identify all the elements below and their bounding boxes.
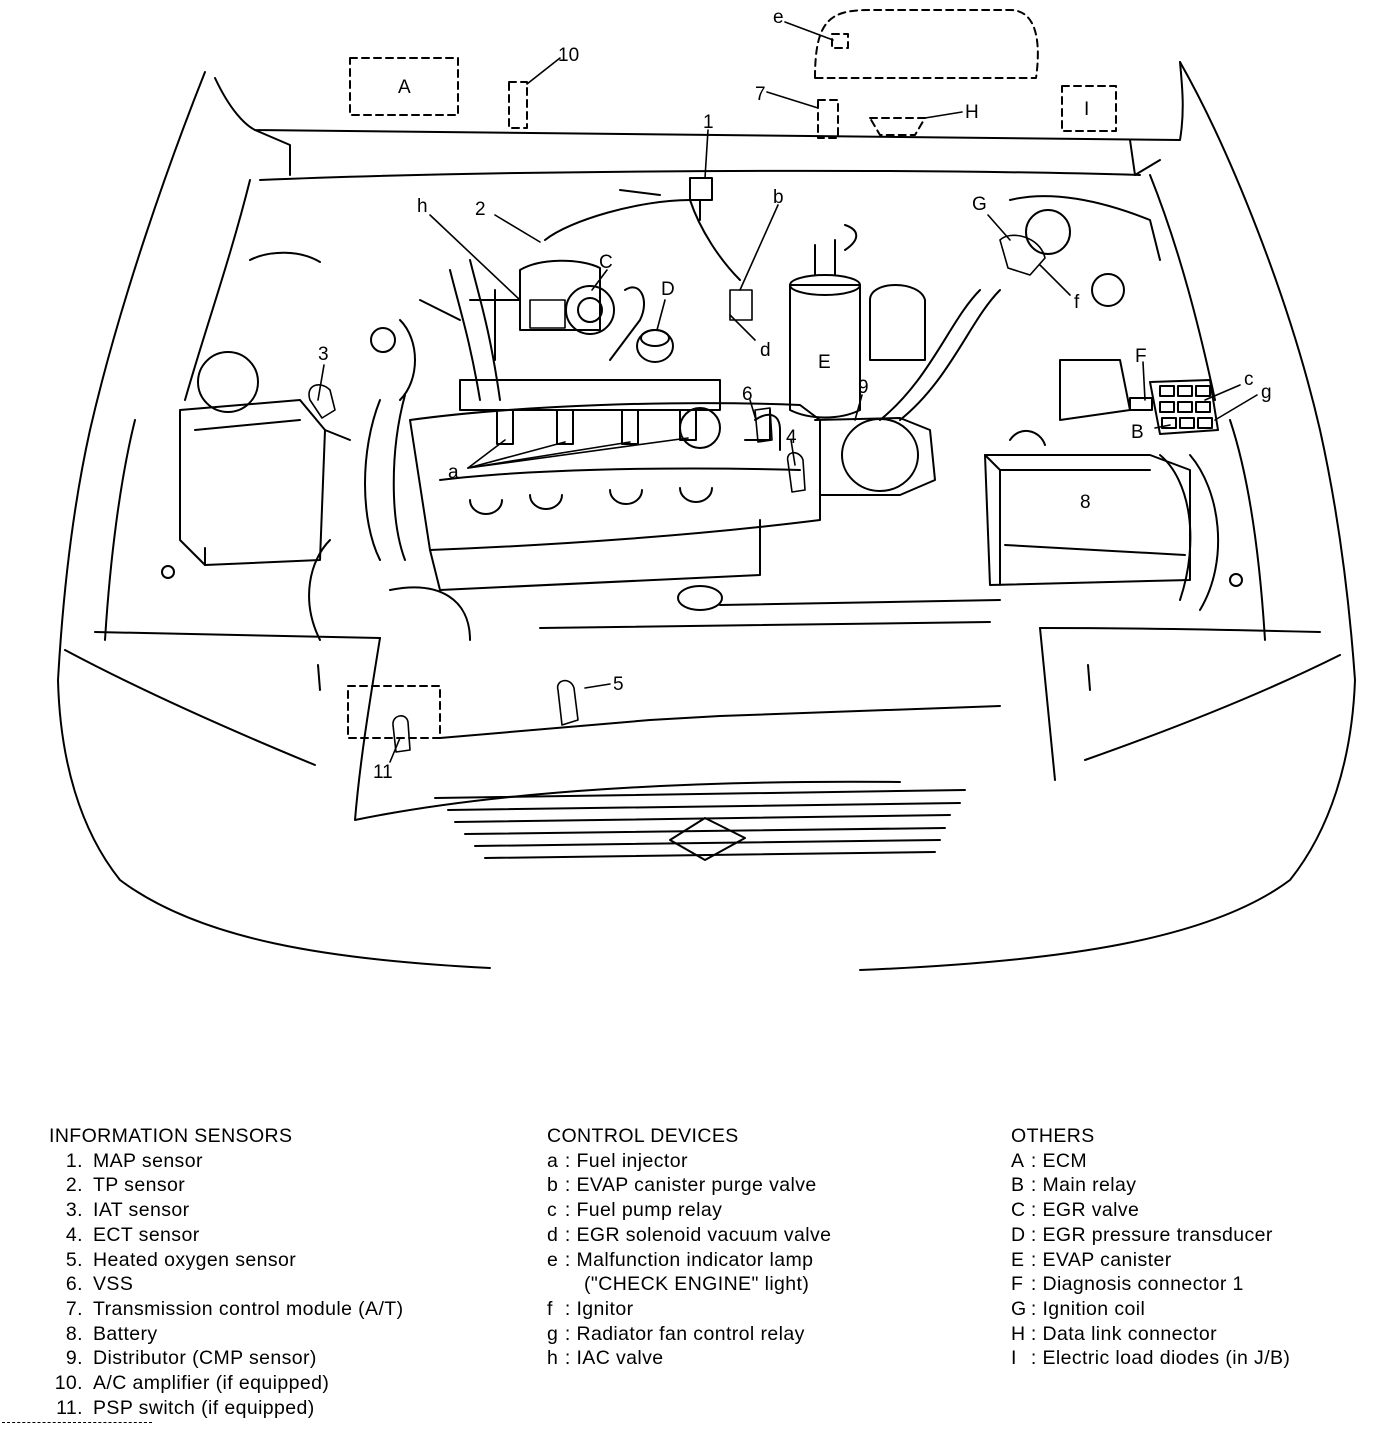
- callout-2: 2: [475, 199, 486, 220]
- callout-b: b: [773, 187, 784, 208]
- callout-B: B: [1131, 422, 1144, 443]
- callout-D: D: [661, 279, 675, 300]
- callout-6: 6: [742, 384, 753, 405]
- legend-item: G : Ignition coil: [1011, 1297, 1146, 1320]
- callout-g: g: [1261, 382, 1272, 403]
- legend-item: A : ECM: [1011, 1149, 1087, 1172]
- callout-9: 9: [858, 377, 869, 398]
- legend-item: 2.TP sensor: [65, 1174, 186, 1197]
- callout-G: G: [972, 194, 987, 215]
- grille: [434, 789, 966, 861]
- callout-11: 11: [373, 762, 393, 783]
- legend-item: h : IAC valve: [547, 1347, 664, 1370]
- legend-others: OTHERS A : ECM B : Main relay C : EGR va…: [1011, 1124, 1290, 1371]
- legend-item: 4.ECT sensor: [65, 1223, 200, 1246]
- legend-item: 10.A/C amplifier (if equipped): [54, 1372, 330, 1395]
- legend-item: e : Malfunction indicator lamp: [547, 1248, 814, 1271]
- legend-item: E : EVAP canister: [1011, 1248, 1172, 1271]
- car-body-outline: [57, 61, 1356, 971]
- legend-item: F : Diagnosis connector 1: [1011, 1273, 1244, 1296]
- callout-F: F: [1135, 346, 1147, 367]
- legend-item: f : Ignitor: [547, 1297, 634, 1320]
- legend-item: c : Fuel pump relay: [547, 1199, 723, 1222]
- front-panel: [64, 565, 1341, 821]
- callout-f: f: [1074, 292, 1080, 313]
- callout-4: 4: [786, 427, 797, 448]
- callout-1: 1: [703, 112, 714, 133]
- legend-item: a : Fuel injector: [547, 1149, 688, 1172]
- callout-C: C: [599, 252, 613, 273]
- callout-8: 8: [1080, 492, 1091, 513]
- callout-H: H: [965, 102, 979, 123]
- legend-item: 1.MAP sensor: [65, 1149, 203, 1172]
- callout-labels: A 10 e 7 H I 1 2 h b G C D d f E 3 6 9 F…: [318, 7, 1272, 783]
- legend-control-devices: CONTROL DEVICES a : Fuel injector b : EV…: [547, 1124, 831, 1371]
- legend-title: OTHERS: [1011, 1125, 1095, 1147]
- callout-I: I: [1084, 99, 1089, 120]
- callout-e: e: [773, 7, 784, 28]
- legend-item: I : Electric load diodes (in J/B): [1011, 1347, 1291, 1370]
- callout-h: h: [417, 196, 428, 217]
- relay-box: [1129, 379, 1219, 435]
- battery: [984, 430, 1220, 611]
- callout-d: d: [760, 340, 771, 361]
- legend-item: 11.PSP switch (if equipped): [56, 1396, 315, 1419]
- callout-A: A: [398, 77, 411, 98]
- callout-10: 10: [558, 45, 579, 66]
- dashed-components: [347, 9, 1117, 739]
- legend-item: B : Main relay: [1011, 1174, 1137, 1197]
- evap-canister-shape: [789, 224, 861, 419]
- engine-block: [308, 177, 1001, 641]
- legend-item: b : EVAP canister purge valve: [547, 1174, 817, 1197]
- legend-item: 5.Heated oxygen sensor: [65, 1248, 297, 1271]
- legend-title: CONTROL DEVICES: [547, 1125, 739, 1147]
- legend-item: 8.Battery: [65, 1322, 158, 1345]
- air-cleaner: [179, 251, 351, 566]
- legend-item: 6.VSS: [65, 1273, 134, 1296]
- sensor-shapes: [308, 234, 1046, 753]
- legend-item: 9.Distributor (CMP sensor): [65, 1347, 317, 1370]
- callout-c: c: [1244, 369, 1254, 390]
- legend-item: 7.Transmission control module (A/T): [65, 1297, 404, 1320]
- dashed-divider: [2, 1422, 152, 1423]
- callout-E: E: [818, 352, 831, 373]
- engine-compartment-diagram: A 10 e 7 H I 1 2 h b G C D d f E 3 6 9 F…: [57, 7, 1356, 971]
- legend-item-continued: ("CHECK ENGINE" light): [584, 1273, 810, 1296]
- callout-7: 7: [755, 84, 766, 105]
- legend-item: d : EGR solenoid vacuum valve: [547, 1223, 832, 1246]
- legend-information-sensors: INFORMATION SENSORS 1.MAP sensor 2.TP se…: [49, 1124, 403, 1420]
- legend-item: 3.IAT sensor: [65, 1199, 190, 1222]
- legend-title: INFORMATION SENSORS: [49, 1125, 293, 1147]
- legend-item: g : Radiator fan control relay: [547, 1322, 805, 1345]
- leader-lines: [317, 21, 1258, 763]
- callout-3: 3: [318, 344, 329, 365]
- legend-item: D : EGR pressure transducer: [1011, 1223, 1273, 1246]
- legend-item: C : EGR valve: [1011, 1199, 1140, 1222]
- callout-a: a: [448, 462, 459, 483]
- callout-5: 5: [613, 674, 624, 695]
- legend-item: H : Data link connector: [1011, 1322, 1217, 1345]
